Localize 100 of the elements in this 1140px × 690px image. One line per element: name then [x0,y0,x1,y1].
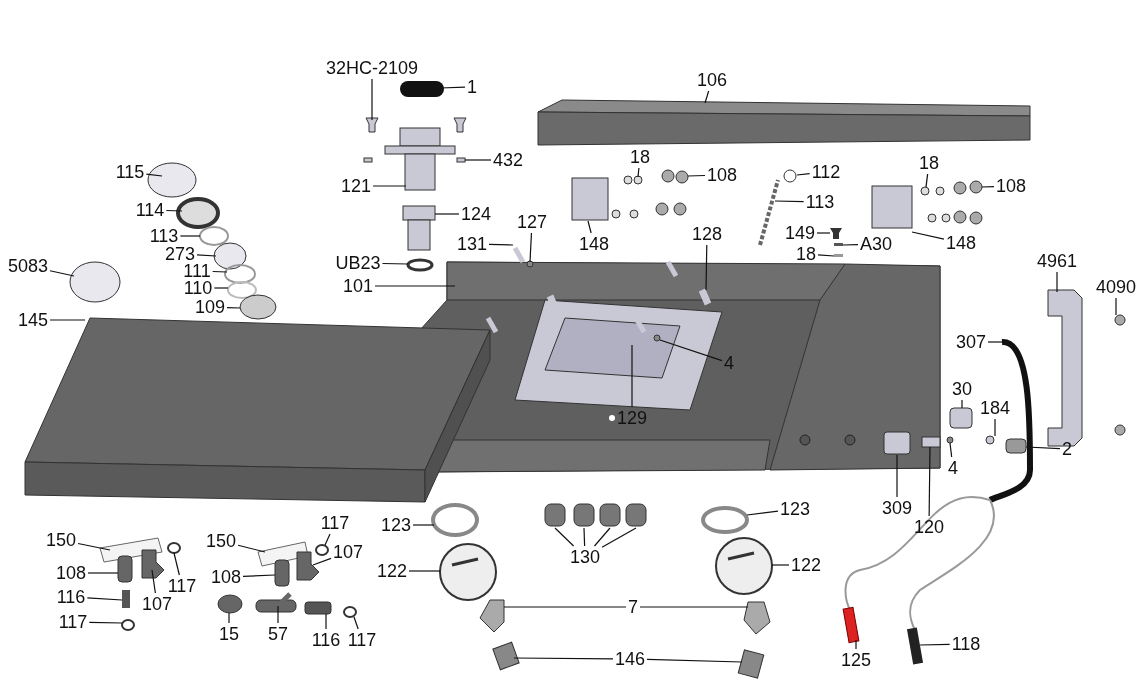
leader-line [994,418,996,437]
leader-line [412,524,435,526]
leader-line [816,232,831,234]
callout-number: 148 [946,233,976,253]
callout-number: 115 [115,162,145,182]
leader-line [277,605,279,624]
callout-number: 121 [341,176,371,196]
callout-number: 108 [211,567,241,587]
leader-line [842,243,859,246]
leader-line [925,173,929,188]
callout-number: 4090 [1096,277,1136,297]
leader-line [601,527,637,548]
leader-line [631,344,633,408]
leader-line [381,262,409,265]
leader-line [151,569,156,594]
callout-number: 123 [780,499,810,519]
callout-number: UB23 [335,253,381,273]
callout-number: 18 [919,153,939,173]
callout-number: 114 [135,200,165,220]
leader-line [928,446,931,517]
callout-number: 148 [579,234,609,254]
callout-number: 57 [268,624,288,644]
callout-number: 124 [461,204,491,224]
callout-number: 113 [805,192,835,212]
callout-number: 273 [165,244,195,264]
leader-line [228,612,230,624]
callout-number: 184 [980,398,1010,418]
leader-line [704,90,710,104]
leader-line [196,254,217,257]
leader-line [488,243,514,246]
callout-number: 149 [785,223,815,243]
leader-line [687,174,706,177]
leader-line [324,533,331,546]
callout-number: 117 [167,576,197,596]
callout-number: 118 [951,634,981,654]
callout-number: 432 [493,150,523,170]
leader-line [213,287,229,289]
callout-number: 101 [343,276,373,296]
leader-line [639,606,749,608]
callout-number: 116 [56,587,86,607]
callout-number: 111 [183,261,211,281]
callout-number: 122 [377,561,407,581]
callout-number: 110 [183,278,213,298]
callout-number: 109 [195,297,225,317]
leader-line [212,270,228,273]
leader-line [503,606,627,608]
leader-line [49,319,86,321]
callout-number: 106 [697,70,727,90]
leader-line [796,173,811,176]
leader-line [705,244,708,291]
callout-number: 150 [46,530,76,550]
leader-line [981,186,995,188]
leader-line [659,339,723,362]
callout-number: 107 [333,542,363,562]
leader-line [408,570,441,572]
callout-number: A30 [860,234,892,254]
leader-line [587,220,592,234]
leader-line [237,544,266,553]
leader-line [173,552,180,576]
callout-number: 120 [914,517,944,537]
leader-line [242,574,276,577]
leader-line [637,167,640,178]
callout-number: 2 [1062,439,1072,459]
leader-line [1025,446,1061,450]
callout-number: 117 [58,612,88,632]
callout-number: 4 [724,353,734,373]
leader-line [987,341,1003,343]
callout-number: 307 [956,332,986,352]
callout-number: 129 [617,408,647,428]
callout-number: 18 [630,147,650,167]
leader-line [919,643,951,646]
callout-number: 131 [457,234,487,254]
leader-line [353,616,359,630]
leader-line [145,173,163,177]
leader-line [911,231,945,240]
leader-line [1115,297,1117,316]
leader-line [961,399,963,409]
callout-number: 107 [142,594,172,614]
leader-line [646,658,743,663]
callout-number: 146 [615,649,645,669]
leader-line [325,613,327,630]
callout-number: 117 [320,513,350,533]
callout-number: 112 [811,162,841,182]
leader-line [583,527,586,547]
callout-number: 116 [311,630,341,650]
leader-line [434,213,460,215]
leader-line [855,639,857,650]
leader-line [86,597,123,601]
leader-line [371,78,373,121]
callout-number: 309 [882,498,912,518]
callout-number: 7 [628,597,638,617]
leader-line [1056,271,1058,293]
callout-number: 117 [347,630,377,650]
callout-number: 130 [570,547,600,567]
leader-line [374,285,456,287]
leader-line [226,306,241,309]
leader-line [513,657,614,660]
leader-line [372,185,407,187]
leader-line [49,270,75,277]
callout-number: 125 [841,650,871,670]
